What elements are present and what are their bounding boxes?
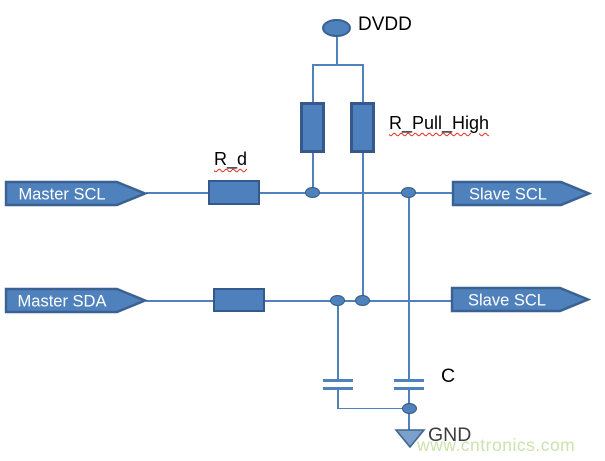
junction-dot: [402, 403, 417, 414]
port-arrow-shape: [4, 287, 148, 314]
watermark: www.cntronics.com: [417, 435, 576, 455]
pullup-resistor-scl: [300, 102, 325, 153]
port-arrow-shape: [451, 180, 592, 207]
port-label: Slave SCL: [469, 186, 547, 204]
master-sda-port: Master SDA: [4, 287, 148, 314]
wire: [408, 388, 410, 409]
series-resistor-sda: [213, 288, 265, 312]
wire: [408, 193, 410, 380]
wire: [312, 151, 314, 192]
capacitor-plate: [394, 387, 424, 390]
port-arrow-shape: [450, 286, 591, 313]
wire: [336, 37, 338, 65]
ground-symbol-icon: [394, 429, 426, 449]
wire-scl: [146, 192, 453, 194]
capacitor-label: C: [441, 365, 456, 387]
wire: [337, 301, 339, 380]
wire-sda: [146, 300, 452, 302]
pullup-label: R_Pull_High: [389, 113, 490, 133]
power-label: DVDD: [358, 14, 412, 35]
slave-scl-port-bottom: Slave SCL: [450, 286, 591, 313]
wire: [337, 388, 339, 409]
port-label: Master SDA: [18, 293, 107, 311]
port-label: Slave SCL: [468, 292, 546, 310]
ground-label: GND: [428, 424, 472, 446]
slave-scl-port-top: Slave SCL: [451, 180, 592, 207]
pullup-resistor-sda: [350, 102, 375, 153]
series-resistor-label: R_d: [214, 149, 248, 169]
wire: [362, 151, 364, 301]
junction-dot: [401, 187, 416, 198]
port-arrow-shape: [4, 180, 148, 207]
power-node-icon: [322, 19, 351, 37]
wire: [337, 407, 410, 409]
junction-dot: [355, 295, 370, 306]
capacitor-plate: [323, 379, 353, 382]
wire: [312, 64, 363, 66]
wire: [362, 64, 364, 103]
series-resistor-scl: [208, 180, 260, 205]
junction-dot: [330, 295, 345, 306]
wire: [408, 408, 410, 431]
wire: [312, 64, 314, 103]
master-scl-port: Master SCL: [4, 180, 148, 207]
capacitor-plate: [323, 387, 353, 390]
capacitor-plate: [394, 379, 424, 382]
junction-dot: [305, 187, 320, 198]
port-label: Master SCL: [18, 186, 105, 204]
